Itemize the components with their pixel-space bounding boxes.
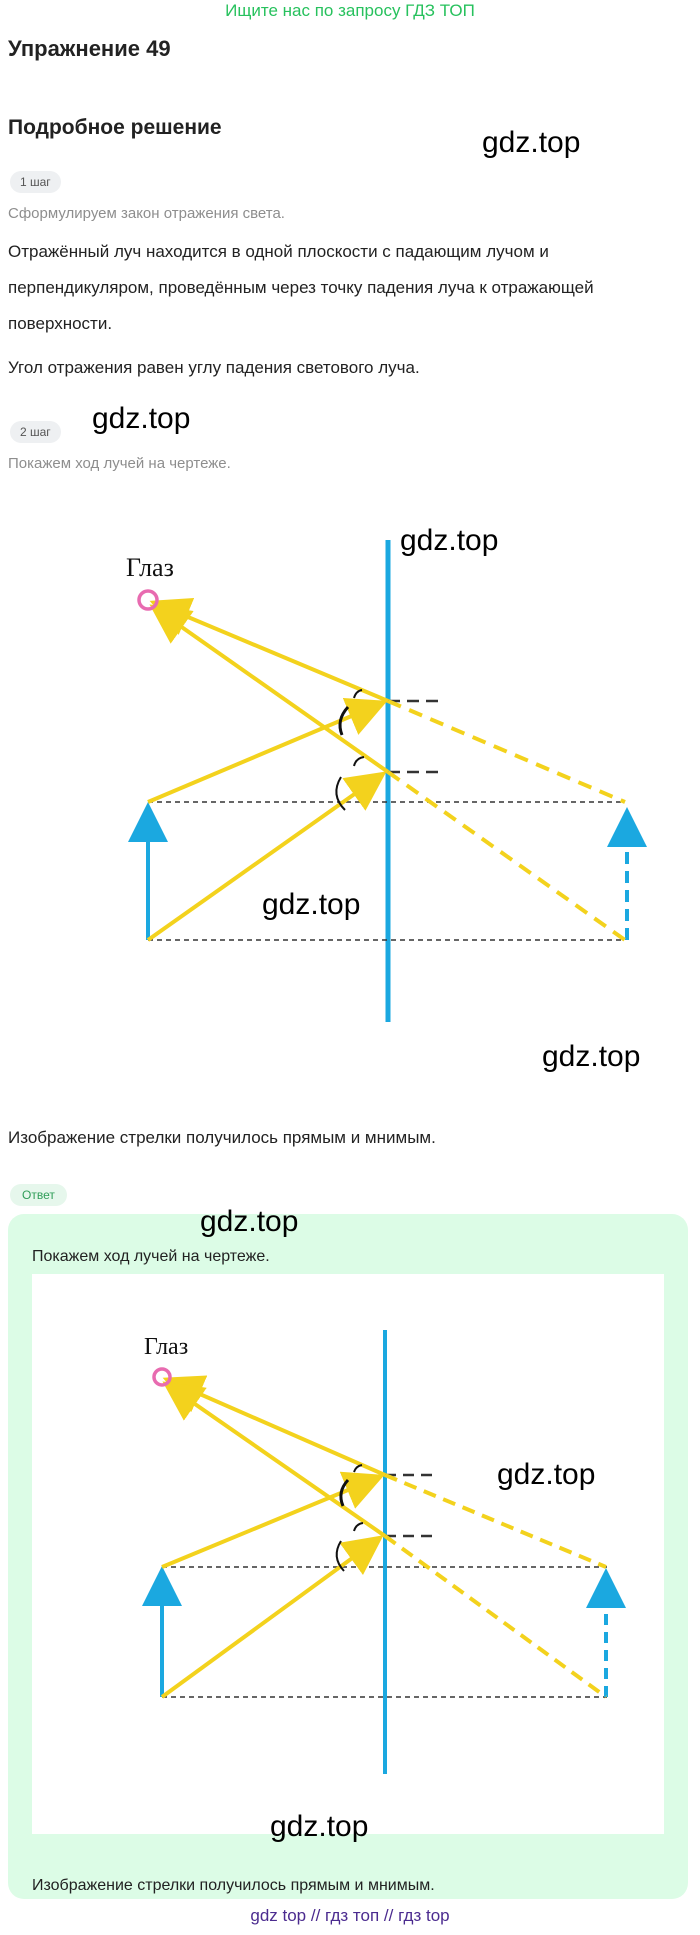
incident-ray	[161, 1471, 385, 1569]
footer-link[interactable]: гдз top	[398, 1906, 450, 1925]
watermark: gdz.top	[400, 524, 499, 557]
ray-extension	[384, 1473, 607, 1569]
ray-diagram: Глаз	[126, 540, 647, 1022]
step-lead: Покажем ход лучей на чертеже.	[8, 455, 231, 472]
answer-conclusion: Изображение стрелки получилось прямым и …	[32, 1877, 435, 1894]
conclusion-text: Изображение стрелки получилось прямым и …	[8, 1128, 436, 1147]
angle-arc	[335, 776, 346, 811]
step-paragraph: Угол отражения равен углу падения светов…	[8, 358, 420, 377]
eye-label: Глаз	[126, 553, 174, 582]
watermark: gdz.top	[200, 1205, 299, 1238]
angle-arc	[339, 1478, 350, 1507]
angle-arc	[353, 689, 363, 699]
section-title: Подробное решение	[8, 116, 222, 139]
ray-extension	[387, 699, 626, 804]
ray-extension	[386, 770, 627, 942]
angle-arc	[335, 1540, 345, 1572]
angle-arc	[353, 756, 365, 767]
eye-marker	[152, 1367, 172, 1387]
promo-banner[interactable]: Ищите нас по запросу ГДЗ ТОП	[225, 1, 475, 20]
page-title: Упражнение 49	[8, 36, 171, 61]
footer-link[interactable]: гдз топ	[325, 1906, 380, 1925]
reflected-ray	[149, 604, 390, 774]
step-paragraph: Отражённый луч находится в одной плоскос…	[8, 242, 594, 333]
watermark: gdz.top	[482, 126, 581, 159]
incident-ray	[146, 771, 387, 942]
reflected-ray	[162, 1381, 387, 1538]
reflected-ray	[149, 597, 389, 703]
angle-arc	[353, 1464, 363, 1473]
angle-arc	[338, 705, 350, 736]
incident-ray	[160, 1535, 384, 1699]
footer-link[interactable]: gdz top	[250, 1906, 307, 1925]
incident-ray	[147, 698, 388, 804]
footer-separator: //	[310, 1906, 321, 1925]
watermark: gdz.top	[497, 1458, 596, 1491]
answer-ray-diagram: Глаз	[142, 1330, 626, 1774]
watermark: gdz.top	[270, 1810, 369, 1843]
eye-marker	[137, 589, 159, 611]
watermark: gdz.top	[92, 402, 191, 435]
eye-label: Глаз	[144, 1334, 188, 1360]
answer-lead: Покажем ход лучей на чертеже.	[32, 1248, 270, 1265]
footer-links: gdz top // гдз топ // гдз top	[0, 1906, 700, 1926]
watermark: gdz.top	[262, 888, 361, 921]
angle-arc	[353, 1522, 364, 1532]
footer-separator: //	[383, 1906, 394, 1925]
answer-badge: Ответ	[10, 1184, 67, 1206]
step-lead: Сформулируем закон отражения света.	[8, 205, 285, 222]
step-badge: 2 шаг	[10, 421, 61, 443]
ray-extension	[383, 1534, 608, 1699]
step-badge: 1 шаг	[10, 171, 61, 193]
watermark: gdz.top	[542, 1040, 641, 1073]
